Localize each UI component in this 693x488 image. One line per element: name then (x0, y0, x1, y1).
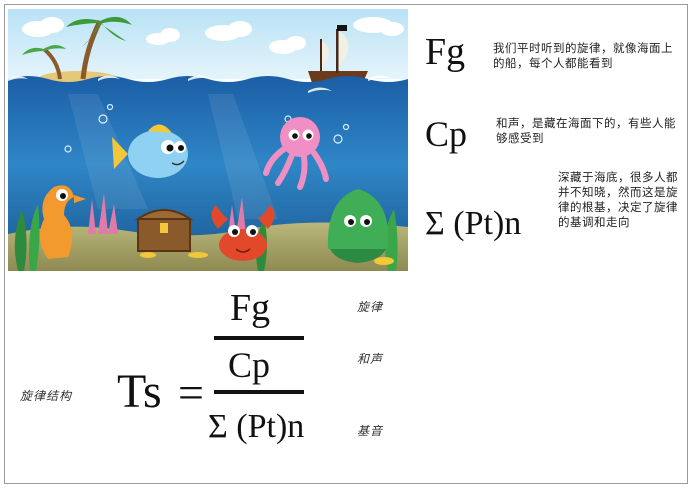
treasure-chest (134, 209, 208, 258)
legend-term-sum: Σ (Pt)n (425, 205, 522, 242)
seaweed (14, 204, 398, 271)
formula-middle-term: Cp (228, 345, 271, 385)
palm-leaves (66, 16, 132, 47)
red-crab (211, 205, 275, 261)
green-clam (327, 189, 394, 265)
wave-crests (8, 75, 392, 93)
formula-lhs: Ts (117, 365, 162, 418)
orange-seahorse (39, 185, 86, 259)
blue-fish (112, 124, 188, 178)
formula-equals: = (178, 367, 204, 418)
formula-top-term: Fg (230, 287, 271, 329)
fraction-bar-lower (214, 390, 304, 394)
clouds (22, 17, 404, 54)
legend-desc-cp: 和声，是藏在海面下的，有些人能够感受到 (496, 116, 676, 145)
legend-term-cp: Cp (425, 114, 468, 154)
page-frame (4, 4, 688, 484)
pink-octopus (263, 117, 329, 190)
fraction-bar-upper (214, 336, 304, 340)
formula-top-label: 旋律 (357, 300, 384, 314)
legend-desc-sum: 深藏于海底，很多人都并不知晓，然而这是旋律的根基，决定了旋律的基调和走向 (558, 170, 678, 229)
formula-structure-label: 旋律结构 (20, 389, 73, 403)
formula-bottom-label: 基音 (357, 424, 384, 438)
formula-bottom-term: Σ (Pt)n (208, 408, 305, 445)
sea-floor (8, 222, 408, 271)
legend-desc-fg: 我们平时听到的旋律，就像海面上的船，每个人都能看到 (493, 41, 673, 70)
underwater-illustration (8, 9, 408, 271)
formula-middle-label: 和声 (357, 352, 384, 366)
legend-term-fg: Fg (425, 31, 466, 73)
